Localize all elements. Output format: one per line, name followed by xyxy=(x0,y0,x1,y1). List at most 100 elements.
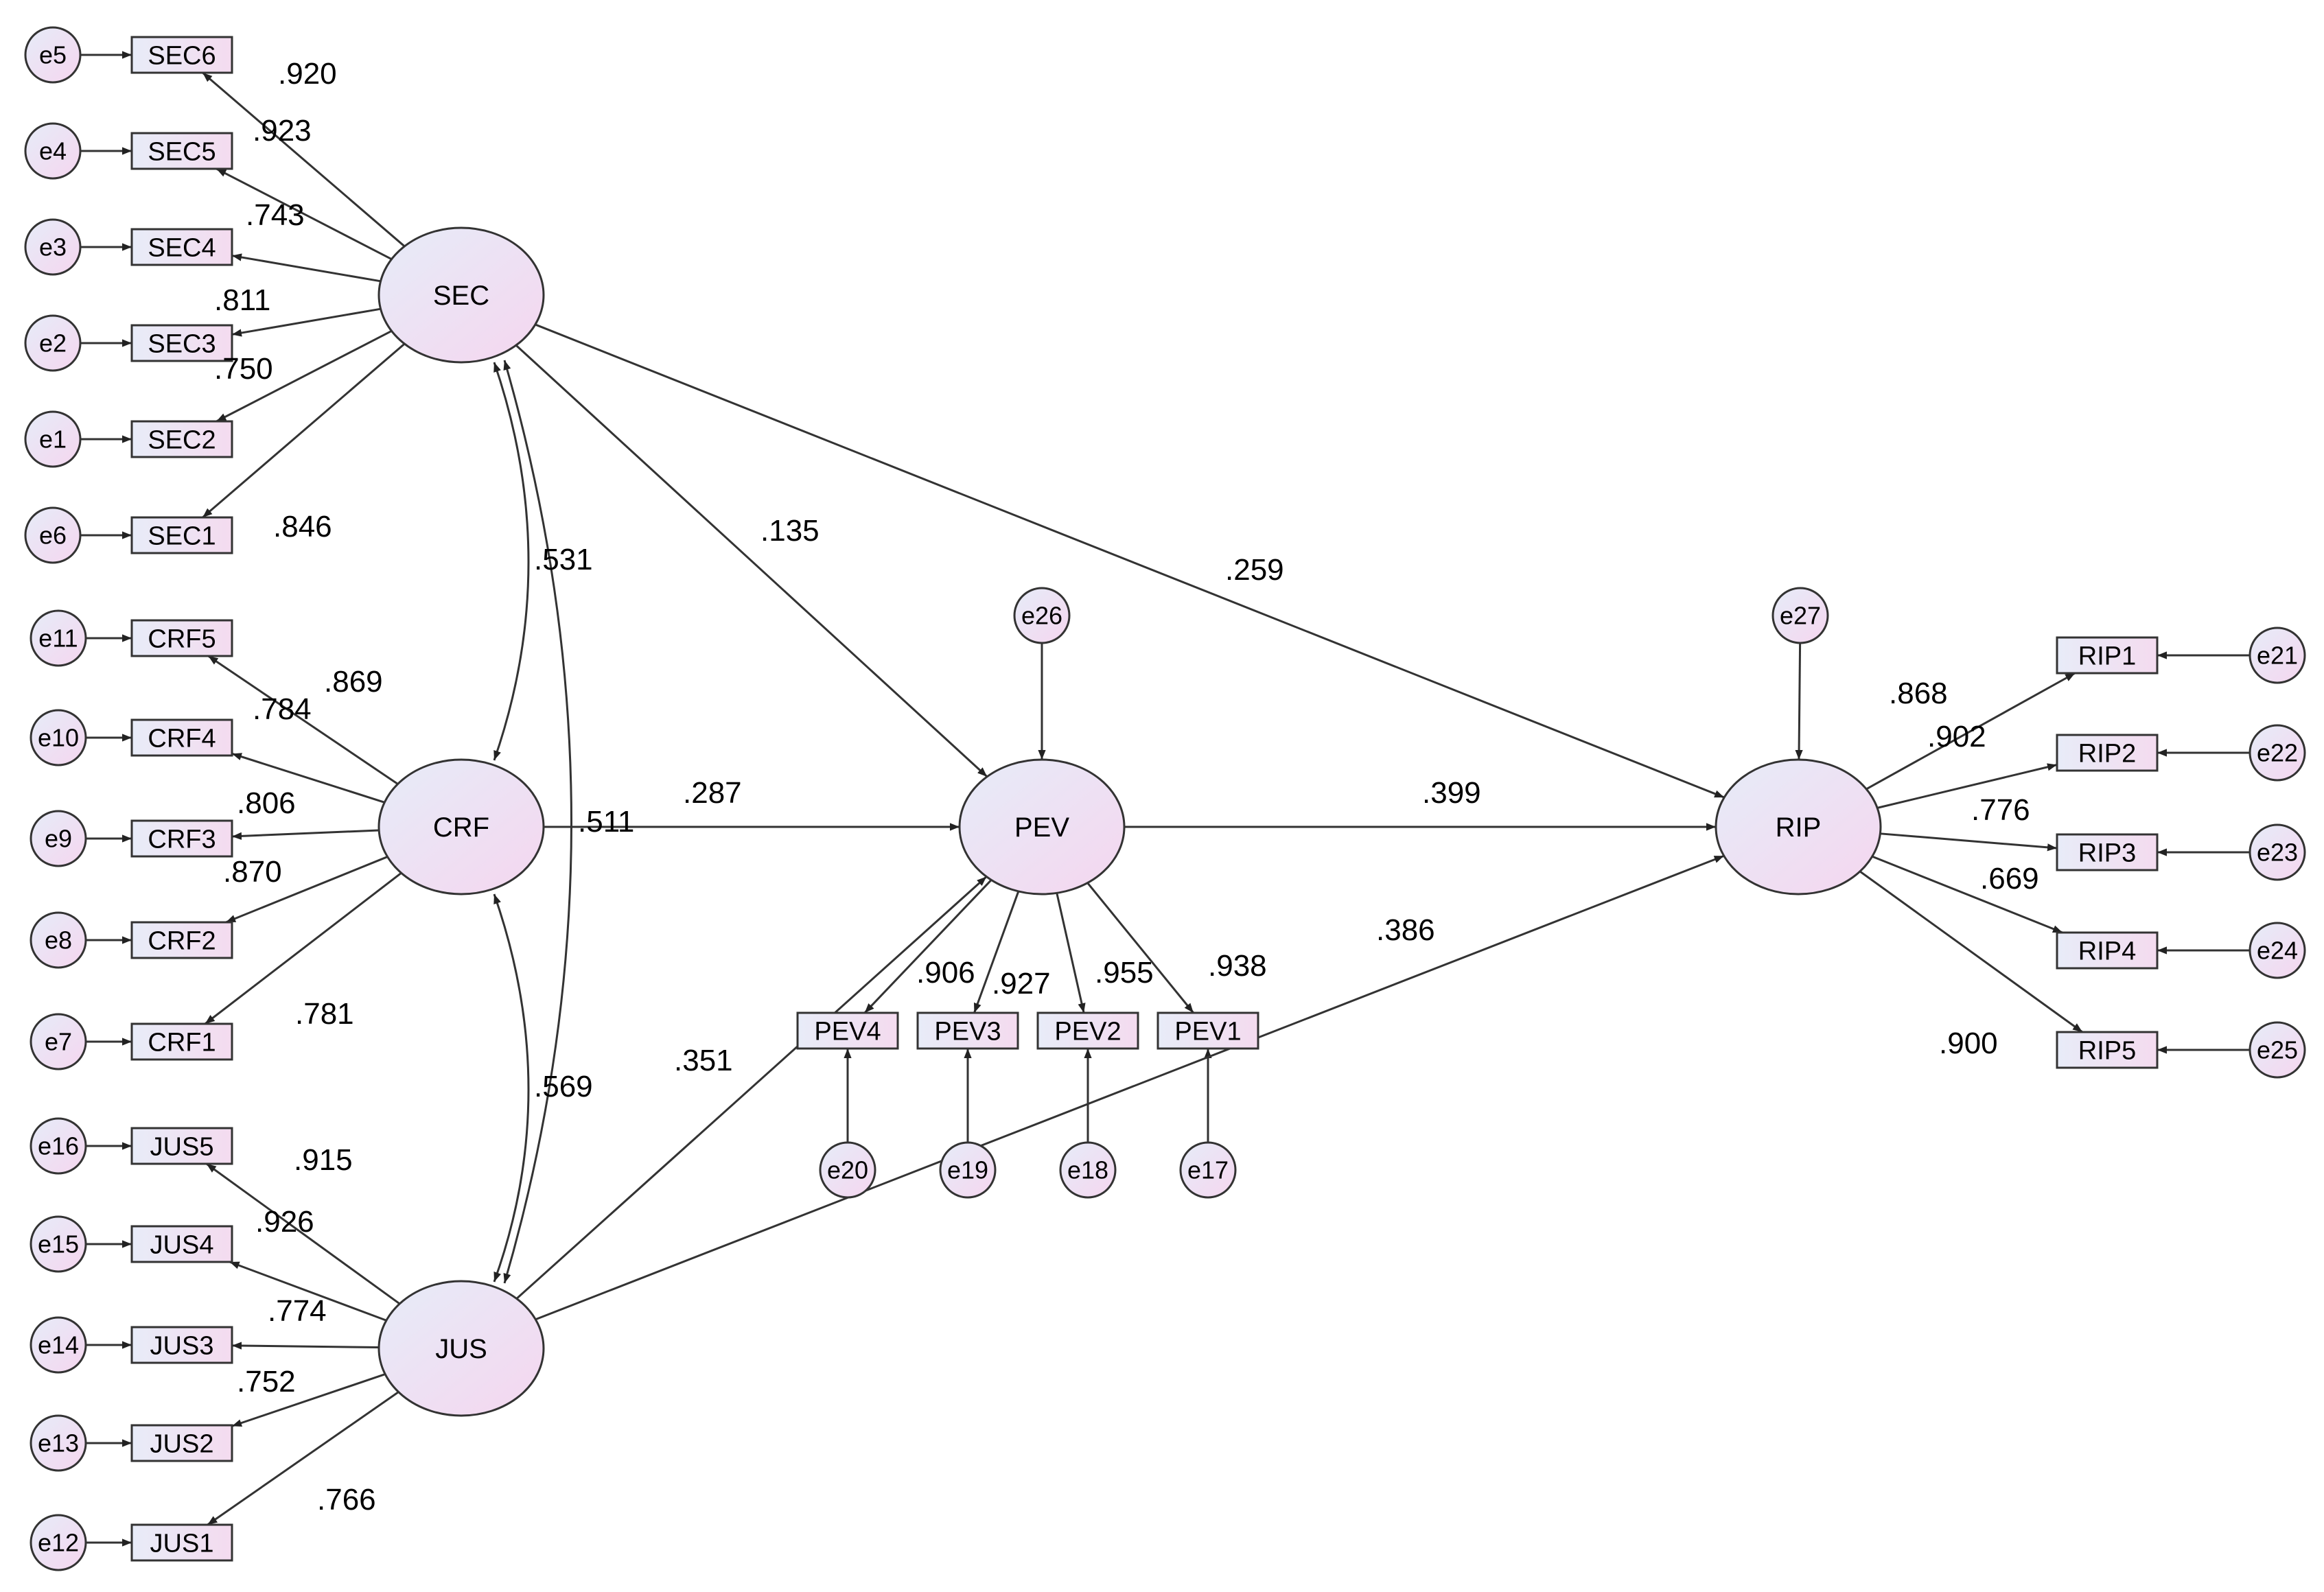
error-e24: e24 xyxy=(2249,922,2306,979)
indicator-jus3: JUS3 xyxy=(130,1326,233,1364)
latent-pev: PEV xyxy=(958,758,1126,896)
error-arrow-e27 xyxy=(1795,642,1803,760)
node-label: CRF4 xyxy=(148,724,216,753)
loading-label-pev4: .906 xyxy=(916,956,975,990)
loading-arrow-sec2 xyxy=(216,330,393,423)
error-e3: e3 xyxy=(24,218,82,276)
indicator-pev4: PEV4 xyxy=(796,1011,899,1050)
node-label: JUS5 xyxy=(150,1132,214,1161)
node-label: CRF3 xyxy=(148,825,216,854)
loading-label-pev3: .927 xyxy=(992,967,1051,1000)
error-e23: e23 xyxy=(2249,823,2306,881)
node-label: e8 xyxy=(45,926,72,955)
indicator-rip4: RIP4 xyxy=(2056,931,2159,970)
error-e12: e12 xyxy=(30,1514,87,1571)
error-e8: e8 xyxy=(30,911,87,969)
loading-arrow-sec1 xyxy=(202,342,406,519)
path-label-crf-pev: .287 xyxy=(683,776,742,810)
loading-arrow-jus4 xyxy=(229,1261,387,1322)
loading-arrow-sec5 xyxy=(216,167,393,260)
loading-arrow-pev4 xyxy=(863,879,992,1014)
path-sec-pev xyxy=(515,344,988,777)
loading-label-crf3: .806 xyxy=(237,786,296,820)
loading-arrow-rip5 xyxy=(1859,870,2083,1033)
node-label: CRF2 xyxy=(148,926,216,955)
indicator-sec2: SEC2 xyxy=(130,420,233,458)
loading-label-sec6: .920 xyxy=(278,57,337,91)
indicator-sec4: SEC4 xyxy=(130,228,233,266)
node-label: e9 xyxy=(45,825,72,853)
loading-arrow-crf1 xyxy=(204,871,402,1025)
node-label: e4 xyxy=(39,137,67,165)
node-label: e27 xyxy=(1780,602,1821,630)
covariance-sec-crf xyxy=(493,362,530,761)
node-label: e15 xyxy=(38,1230,79,1259)
error-e13: e13 xyxy=(30,1414,87,1472)
node-label: JUS2 xyxy=(150,1429,214,1458)
loading-label-crf1: .781 xyxy=(295,997,354,1031)
indicator-crf5: CRF5 xyxy=(130,619,233,657)
node-label: SEC2 xyxy=(148,425,216,454)
covariance-sec-jus xyxy=(503,360,572,1284)
indicator-jus4: JUS4 xyxy=(130,1225,233,1263)
node-label: SEC6 xyxy=(148,41,216,70)
loading-label-jus1: .766 xyxy=(317,1483,376,1517)
loading-arrow-crf5 xyxy=(207,655,399,785)
node-label: PEV1 xyxy=(1174,1017,1241,1046)
loading-label-rip4: .669 xyxy=(1980,862,2039,896)
error-e10: e10 xyxy=(30,709,87,766)
error-e15: e15 xyxy=(30,1215,87,1273)
indicator-sec5: SEC5 xyxy=(130,132,233,170)
node-label: e19 xyxy=(947,1156,988,1184)
indicator-sec6: SEC6 xyxy=(130,36,233,74)
node-label: CRF xyxy=(433,812,489,843)
indicator-sec3: SEC3 xyxy=(130,324,233,362)
error-e26: e26 xyxy=(1013,587,1071,644)
node-label: PEV3 xyxy=(934,1017,1001,1046)
node-label: SEC4 xyxy=(148,233,216,262)
error-e14: e14 xyxy=(30,1316,87,1374)
node-label: e22 xyxy=(2257,739,2298,767)
correlation-label-crf-jus: .569 xyxy=(534,1070,593,1103)
node-label: CRF1 xyxy=(148,1028,216,1057)
latent-jus: JUS xyxy=(377,1280,545,1417)
loading-label-pev2: .955 xyxy=(1095,956,1154,990)
node-label: CRF5 xyxy=(148,624,216,653)
loading-arrow-jus1 xyxy=(207,1391,399,1526)
node-label: e13 xyxy=(38,1429,79,1458)
node-label: e17 xyxy=(1187,1156,1229,1184)
loading-label-rip1: .868 xyxy=(1889,677,1948,710)
loading-label-rip3: .776 xyxy=(1971,793,2030,827)
indicator-rip1: RIP1 xyxy=(2056,636,2159,675)
indicator-jus1: JUS1 xyxy=(130,1523,233,1562)
error-e20: e20 xyxy=(819,1141,876,1199)
node-label: e26 xyxy=(1021,602,1062,630)
indicator-rip2: RIP2 xyxy=(2056,734,2159,772)
loading-arrow-crf3 xyxy=(231,829,380,840)
node-label: e11 xyxy=(38,624,78,653)
indicator-sec1: SEC1 xyxy=(130,516,233,554)
path-jus-rip xyxy=(535,854,1725,1321)
correlation-label-sec-crf: .531 xyxy=(534,543,593,576)
node-label: RIP1 xyxy=(2078,642,2136,670)
loading-arrow-pev3 xyxy=(973,891,1020,1014)
node-label: e18 xyxy=(1067,1156,1108,1184)
node-label: e5 xyxy=(39,41,67,69)
indicator-jus5: JUS5 xyxy=(130,1127,233,1165)
latent-crf: CRF xyxy=(377,758,545,896)
loading-arrow-rip1 xyxy=(1866,672,2076,791)
node-label: JUS xyxy=(435,1334,487,1364)
node-label: e10 xyxy=(38,724,79,752)
path-label-sec-pev: .135 xyxy=(760,514,820,548)
loading-arrow-rip4 xyxy=(1872,855,2063,934)
loading-arrow-rip2 xyxy=(1876,763,2058,809)
node-label: e12 xyxy=(38,1529,79,1557)
loading-arrow-sec6 xyxy=(202,71,406,248)
loading-label-sec4: .743 xyxy=(246,198,305,232)
node-label: PEV2 xyxy=(1054,1017,1121,1046)
node-label: e1 xyxy=(39,425,67,454)
error-e6: e6 xyxy=(24,506,82,564)
node-label: e25 xyxy=(2257,1036,2298,1064)
indicator-pev3: PEV3 xyxy=(916,1011,1019,1050)
